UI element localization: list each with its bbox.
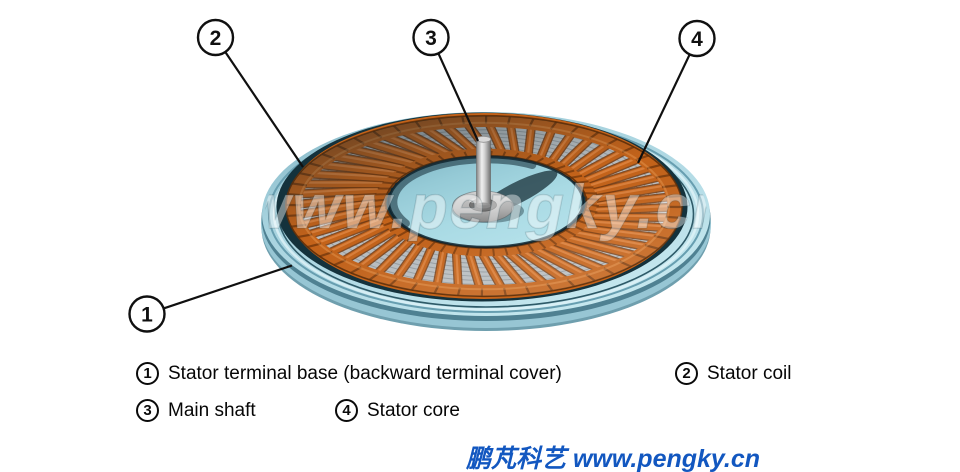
legend-item-4: 4 Stator core [335, 399, 460, 422]
legend-num-4: 4 [335, 399, 358, 422]
callout-line-2 [224, 51, 304, 168]
callout-number-1: 1 [141, 304, 153, 327]
legend-label-1: Stator terminal base (backward terminal … [168, 362, 562, 384]
footer-brand: 鹏芃科艺 www.pengky.cn [466, 445, 761, 472]
legend-num-3: 3 [136, 399, 159, 422]
legend-label-3: Main shaft [168, 399, 256, 421]
callouts: 1 2 3 4 [128, 18, 716, 333]
callout-number-3: 3 [425, 27, 437, 50]
main-shaft-and-hub [387, 135, 585, 249]
callout-number-2: 2 [210, 27, 222, 50]
callout-line-3 [437, 52, 480, 142]
legend-item-3: 3 Main shaft [136, 399, 256, 422]
callout-circle-3 [412, 18, 450, 57]
legend-label-2: Stator coil [707, 362, 792, 384]
legend-item-1: 1 Stator terminal base (backward termina… [136, 362, 562, 385]
legend-num-1: 1 [136, 362, 159, 385]
stator-illustration: www.pengky.cn 1 2 3 4 [128, 18, 732, 333]
legend-label-4: Stator core [367, 399, 460, 421]
legend-num-2: 2 [675, 362, 698, 385]
callout-circle-4 [678, 19, 716, 58]
callout-circle-1 [128, 295, 166, 333]
callout-circle-2 [196, 18, 235, 57]
watermark-text: www.pengky.cn [242, 173, 732, 242]
callout-line-4 [637, 54, 691, 164]
stator-core-and-coil-ring [285, 113, 683, 299]
legend-item-2: 2 Stator coil [675, 362, 791, 385]
callout-number-4: 4 [691, 28, 703, 51]
callout-line-1 [163, 264, 293, 310]
